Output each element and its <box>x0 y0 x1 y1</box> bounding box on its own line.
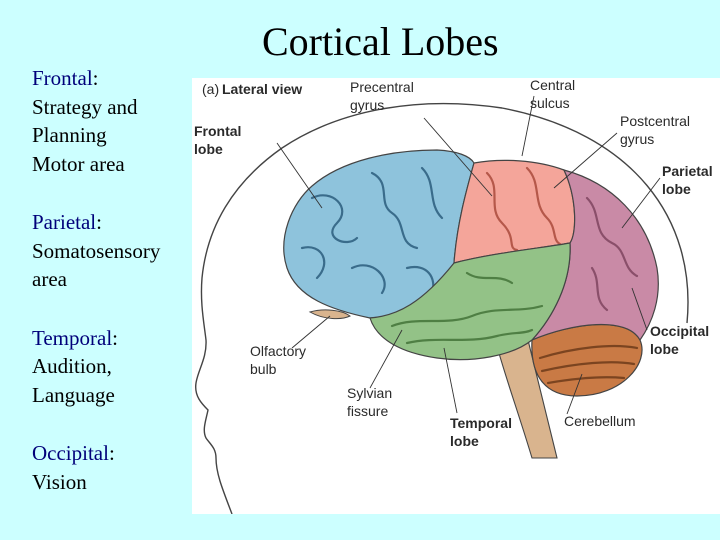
label-postcentral-gyrus: Postcentral <box>620 113 690 129</box>
lobe-item-occipital: Occipital: Vision <box>32 439 192 496</box>
lobe-function: Strategy and <box>32 94 138 119</box>
lobe-item-frontal: Frontal: Strategy and Planning Motor are… <box>32 64 192 178</box>
label-precentral-gyrus: Precentral <box>350 79 414 95</box>
lobe-name: Frontal <box>32 66 93 90</box>
lobe-function: area <box>32 267 67 291</box>
label-postcentral-gyrus: gyrus <box>620 131 654 147</box>
lobe-heading: Frontal: <box>32 64 192 93</box>
olfactory-bulb <box>308 309 351 320</box>
label-sylvian-fissure: fissure <box>347 403 388 419</box>
label-central-sulcus: sulcus <box>530 95 570 111</box>
label-precentral-gyrus: gyrus <box>350 97 384 113</box>
panel-letter: (a) <box>202 81 219 97</box>
cerebellum <box>531 324 643 397</box>
lobe-item-parietal: Parietal: Somatosensory area <box>32 208 192 294</box>
lobe-list: Frontal: Strategy and Planning Motor are… <box>32 64 192 526</box>
lobe-function: Audition, <box>32 354 112 378</box>
label-frontal-lobe: lobe <box>194 141 223 157</box>
temporal-lobe <box>369 242 571 361</box>
lobe-colon: : <box>96 210 102 234</box>
lobe-colon: : <box>112 325 119 350</box>
brain-figure: (a) Lateral view Precentral gyrus Centra… <box>192 78 720 514</box>
label-frontal-lobe: Frontal <box>194 123 241 139</box>
lobe-item-temporal: Temporal: Audition, Language <box>32 324 192 410</box>
label-occipital-lobe: lobe <box>650 341 679 357</box>
lobe-function: Planning <box>32 123 107 147</box>
label-parietal-lobe: Parietal <box>662 163 713 179</box>
panel-title: Lateral view <box>222 81 302 97</box>
lobe-colon: : <box>108 441 115 465</box>
label-olfactory-bulb: Olfactory <box>250 343 306 359</box>
label-temporal-lobe: Temporal <box>450 415 512 431</box>
slide-title: Cortical Lobes <box>262 19 499 64</box>
head-outline <box>194 102 689 514</box>
label-parietal-lobe: lobe <box>662 181 691 197</box>
lobe-function: Motor area <box>32 151 125 176</box>
lobe-heading: Occipital: <box>32 439 192 468</box>
label-temporal-lobe: lobe <box>450 433 479 449</box>
lobe-heading: Temporal: <box>32 324 192 353</box>
lobe-heading: Parietal: <box>32 208 192 237</box>
label-olfactory-bulb: bulb <box>250 361 277 377</box>
lobe-name: Temporal <box>32 325 113 350</box>
label-cerebellum: Cerebellum <box>564 413 636 429</box>
label-central-sulcus: Central <box>530 78 575 93</box>
label-sylvian-fissure: Sylvian <box>347 385 392 401</box>
label-occipital-lobe: Occipital <box>650 323 709 339</box>
lobe-function: Language <box>32 382 115 407</box>
lobe-function: Somatosensory <box>32 238 161 263</box>
lobe-colon: : <box>92 66 99 90</box>
lobe-name: Parietal <box>32 210 97 234</box>
brain-illustration: (a) Lateral view Precentral gyrus Centra… <box>194 78 713 514</box>
lobe-function: Vision <box>32 469 87 494</box>
lobe-name: Occipital <box>32 441 109 465</box>
